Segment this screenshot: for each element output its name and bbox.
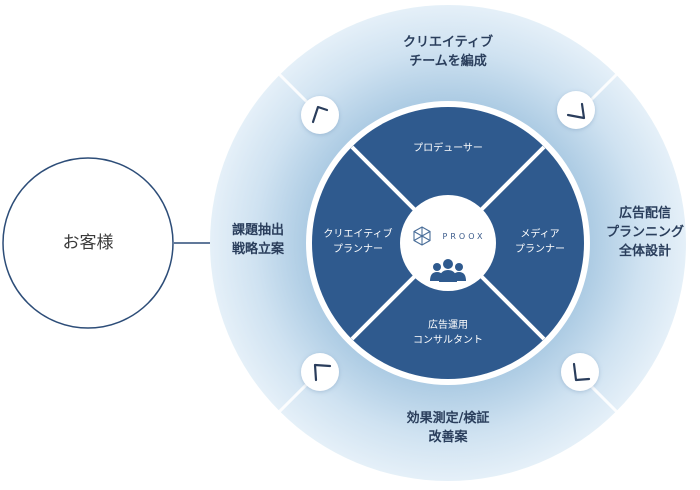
inner-label-left-line1: クリエイティブ — [323, 229, 393, 240]
inner-label-ad-consultant: 広告運用 コンサルタント — [398, 319, 498, 348]
chevron-icon — [301, 96, 339, 134]
center-hub — [400, 195, 496, 291]
outer-label-right-line3: 全体設計 — [618, 243, 671, 259]
team-icon — [430, 259, 466, 282]
inner-label-media-planner: メディア プランナー — [500, 228, 580, 257]
customer-circle — [2, 157, 174, 329]
inner-label-right-line1: メディア — [520, 229, 560, 240]
inner-label-producer: プロデューサー — [413, 143, 483, 154]
outer-label-left-line2: 戦略立案 — [231, 241, 284, 257]
customer-label: お客様 — [62, 233, 114, 253]
outer-label-left: 課題抽出 戦略立案 — [218, 222, 298, 260]
outer-label-left-line1: 課題抽出 — [231, 223, 284, 238]
outer-label-right: 広告配信 プランニング 全体設計 — [590, 205, 700, 262]
outer-label-top: クリエイティブ チームを編成 — [378, 34, 518, 72]
inner-label-left-line2: プランナー — [333, 243, 383, 255]
inner-label-right-line2: プランナー — [515, 243, 565, 255]
outer-label-top-line2: チームを編成 — [409, 53, 487, 69]
inner-label-bottom-line1: 広告運用 — [428, 320, 468, 331]
chevron-icon — [557, 91, 595, 129]
inner-label-creative-planner: クリエイティブ プランナー — [308, 228, 408, 257]
outer-label-top-line1: クリエイティブ — [403, 35, 493, 50]
chevron-icon — [561, 353, 599, 391]
proox-logo-icon — [413, 226, 431, 246]
outer-label-right-line1: 広告配信 — [618, 206, 671, 221]
outer-label-bottom-line1: 効果測定/検証 — [406, 411, 490, 426]
brand-name: PROOX — [442, 232, 486, 241]
chevron-icon — [301, 353, 339, 391]
outer-label-right-line2: プランニング — [605, 224, 684, 240]
outer-label-bottom-line2: 改善案 — [428, 429, 468, 445]
outer-label-bottom: 効果測定/検証 改善案 — [378, 410, 518, 448]
inner-label-bottom-line2: コンサルタント — [413, 334, 483, 346]
